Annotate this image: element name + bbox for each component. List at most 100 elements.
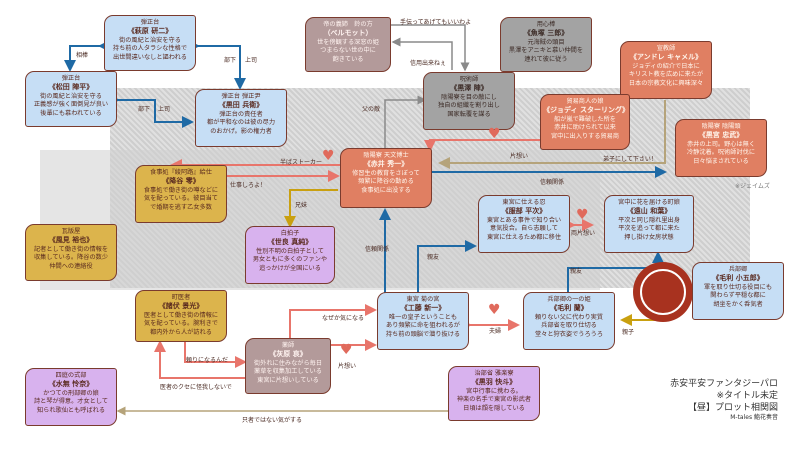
title-credit: M-tales 鮨花奏音 xyxy=(730,414,778,422)
char-akai: 陰陽寮 天文博士 《赤井 秀一》 修習生の教育をさぼって 頻繁に降谷の勤める 食… xyxy=(340,148,432,208)
line-tayori xyxy=(184,340,247,368)
label-buka-2: 部下 xyxy=(138,106,151,113)
line-camel-jodie xyxy=(438,100,666,169)
label-shinyu-2: 親友 xyxy=(570,268,583,275)
role: 治部省 雅楽寮 xyxy=(474,370,514,377)
char-kazami: 瓦版屋 《風見 裕也》 記者として働き街の情報を 収集している。降谷の数少 仲間… xyxy=(25,224,117,281)
desc: 医者として働き街の情報に 気を配っている。腕利きで 都内外から人が訪れる xyxy=(143,311,219,336)
label-aibou: 相棒 xyxy=(76,52,89,59)
desc: 宮中行事に携わる。 神楽の名手で東宮の影武者 日頃は顔を隠している xyxy=(456,387,532,412)
label-shigoto: 仕事しろよ！ xyxy=(230,182,267,189)
desc: 唯一の皇子ということも あり頻繁に命を狙われるが 持ち前の頭脳で潜り抜ける xyxy=(385,313,461,338)
desc: ジョディの紹介で日本に キリスト教を広めに来たが 日本の宗教文化に興味深々 xyxy=(628,62,704,87)
name: 《魚塚 三郎》 xyxy=(523,29,569,38)
role: 貿易商人の娘 xyxy=(566,98,604,105)
name: 《赤井 秀一》 xyxy=(363,160,409,169)
label-shinyo: 信用出来ねぇ xyxy=(410,60,447,67)
label-shinyu-1: 親友 xyxy=(427,254,440,261)
label-shinrai-2: 信頼関係 xyxy=(365,246,390,253)
role: 東宮に仕える忍 xyxy=(502,199,546,206)
desc: 街の風紀と治安を守る 持ち前の人タラシな性格で 出世間違いなしと謳われる xyxy=(112,36,188,61)
desc: 記者として働き街の情報を 収集している。降谷の数少 仲間への連絡役 xyxy=(33,245,109,270)
char-kuromiya: 陰陽寮 陰陽頭 《黒宮 忠武》 赤井の上司。野心は無く 冷静沈着。呪術師討伐に … xyxy=(675,119,767,177)
name: 《黒宮 忠武》 xyxy=(698,131,744,140)
desc: 赤井の上司。野心は無く 冷静沈着。呪術師討伐に 日々悩まされている xyxy=(686,140,756,165)
desc: 陰陽寮を目の敵にし 独自の組織を割り出し 国家転覆を謀る xyxy=(438,93,500,118)
char-mouri-kogoro: 兵部卿 《毛利 小五郎》 軍を取り仕切る役目にも 関わらず平穏な都に 胡坐をかく… xyxy=(692,262,784,320)
role: 弾正台 xyxy=(140,19,160,26)
role: 薬師 xyxy=(281,342,295,349)
chart-title-block: 赤安平安ファンタジーパロ ※タイトル未定 【昼】プロット相関図 M-tales … xyxy=(670,378,778,423)
title-line2: ※タイトル未定 xyxy=(716,391,778,402)
name: 《世良 真純》 xyxy=(267,238,313,247)
role: 用心棒 xyxy=(536,21,556,28)
char-furuya: 食事処『綾阿路』給仕 《降谷 零》 食事処で働き街の噂などに 気を配っている。彼… xyxy=(135,165,227,223)
role: 弾正台 弾正尹 xyxy=(221,93,261,100)
desc: 軍を取り仕切る役目にも 関わらず平穏な都に 胡坐をかく呑気者 xyxy=(703,283,773,308)
desc: 弾正台の責任者 都が平和なのは彼の尽力 のおかげ。影の権力者 xyxy=(206,110,276,135)
name: 《黒澤 陣》 xyxy=(450,84,488,93)
line-kurosawa-vermouth xyxy=(391,37,453,70)
label-tetsudatte: 手伝ってあげてもいいわよ xyxy=(400,19,472,26)
role: 帝の義姉 鈴の方 xyxy=(323,21,373,28)
name: 《水無 怜奈》 xyxy=(48,380,94,389)
char-vermouth: 帝の義姉 鈴の方 （ベルモット） 世を傍観する深窓の姫 つまらない世の中に 飽き… xyxy=(305,17,391,72)
label-chichi: 父の敵 xyxy=(362,106,381,113)
char-kuroda: 弾正台 弾正尹 《黒田 兵衛》 弾正台の責任者 都が平和なのは彼の尽力 のおかげ… xyxy=(195,89,287,147)
role: 陰陽寮 陰陽頭 xyxy=(701,123,741,130)
role: 兵部卿 xyxy=(728,266,748,273)
line-vermouth-kurosawa xyxy=(390,24,470,72)
label-joshi-1: 上司 xyxy=(245,57,258,64)
role: 宮中に花を届ける町娘 xyxy=(618,199,680,206)
line-chichi xyxy=(384,95,427,155)
label-tadamono: 只者ではない気がする xyxy=(242,417,303,424)
desc: 街外れに住みながら毎日 薬草を収集加工している 東宮に片想いしている xyxy=(253,359,323,384)
char-uozuka: 用心棒 《魚塚 三郎》 元海賊の頭目 黒澤をアニキと慕い仲間を 連れて彼に従う xyxy=(500,17,592,72)
label-kataomoi-2: 片想い xyxy=(338,363,357,370)
label-stalker: 半ばストーカー xyxy=(280,159,323,166)
role: 陰陽寮 天文博士 xyxy=(363,152,409,159)
char-haibara: 薬師 《灰原 哀》 街外れに住みながら毎日 薬草を収集加工している 東宮に片想い… xyxy=(245,338,331,394)
label-ryou-kataomoi: 両片想い xyxy=(571,230,596,237)
line-matsuda-kuroda xyxy=(108,94,194,128)
role: 兵部卿の一の姫 xyxy=(547,296,591,303)
desc: 食事処で働き街の噂などに 気を配っている。彼目当て で婚期を逃す乙女多数 xyxy=(143,186,219,211)
red-seal-stamp xyxy=(633,262,693,322)
name: 《降谷 零》 xyxy=(162,177,200,186)
name: 《アンドレ キャメル》 xyxy=(629,53,703,62)
desc: 修習生の教育をさぼって 頻繁に降谷の勤める 食事処に出没する xyxy=(352,169,420,194)
char-toyama: 宮中に花を届ける町娘 《遠山 和葉》 平次と同じ隠れ里出身 平次を追って都に来た… xyxy=(604,195,694,253)
char-kurosawa: 呪術師 《黒澤 陣》 陰陽寮を目の敵にし 独自の組織を割り出し 国家転覆を謀る xyxy=(423,72,515,130)
line-shinyu-2 xyxy=(567,251,664,293)
char-kuroba: 治部省 雅楽寮 《黒羽 快斗》 宮中行事に携わる。 神楽の名手で東宮の影武者 日… xyxy=(448,366,540,421)
name: 《遠山 和葉》 xyxy=(626,207,672,216)
role: 東宮 菊の宮 xyxy=(406,296,440,303)
char-camel: 宣教師 《アンドレ キャメル》 ジョディの紹介で日本に キリスト教を広めに来たが… xyxy=(620,41,712,99)
line-kyoudai xyxy=(284,189,338,228)
role: 町医者 xyxy=(171,294,191,301)
desc: 世を傍観する深窓の姫 つまらない世の中に 飽きている xyxy=(317,38,379,63)
desc: 街の風紀と治安を守る 正義感が強く面倒見が良い 後輩にも慕われている xyxy=(33,92,109,117)
label-kataomoi-1: 片想い xyxy=(510,153,529,160)
char-hattori: 東宮に仕える忍 《服部 平次》 東宮とある事件で知り合い 意気投合。自ら志願して… xyxy=(478,195,570,253)
role: 食事処『綾阿路』給仕 xyxy=(150,169,212,176)
heart-icon: ♥ xyxy=(340,342,353,358)
label-deshi: 弟子にして下さい！ xyxy=(603,156,657,163)
line-shinyu-1 xyxy=(417,240,477,293)
desc: 元海賊の頭目 黒澤をアニキと慕い仲間を 連れて彼に従う xyxy=(508,38,584,63)
note-james: ※ジェイムズ xyxy=(735,183,770,190)
line-isha xyxy=(154,340,245,379)
desc: 船が嵐で難破した所を 赤井に助けられて以来 宮中に出入りする貿易商 xyxy=(550,115,620,140)
line-aibou xyxy=(64,40,110,72)
name: 《黒田 兵衛》 xyxy=(218,101,264,110)
char-matsuda: 弾正台 《松田 陣平》 街の風紀と治安を守る 正義感が強く面倒見が良い 後輩にも… xyxy=(25,71,117,127)
label-fuufu: 夫婦 xyxy=(489,328,502,335)
name: 《灰原 哀》 xyxy=(269,350,307,359)
role: 宣教師 xyxy=(656,45,676,52)
name: 《工藤 新一》 xyxy=(400,304,446,313)
char-morofushi: 町医者 《諸伏 景光》 医者として働き街の情報に 気を配っている。腕利きで 都内… xyxy=(135,290,227,342)
label-nazeka: なぜか気になる xyxy=(322,315,365,322)
desc: かつての刑部卿の娘 詩と琴が得意。才女として 知られ歌仙とも呼ばれる xyxy=(33,389,109,414)
desc: 性別不明の白拍子として 男女ともに多くのファンや 追っかけが全国にいる xyxy=(252,247,328,272)
